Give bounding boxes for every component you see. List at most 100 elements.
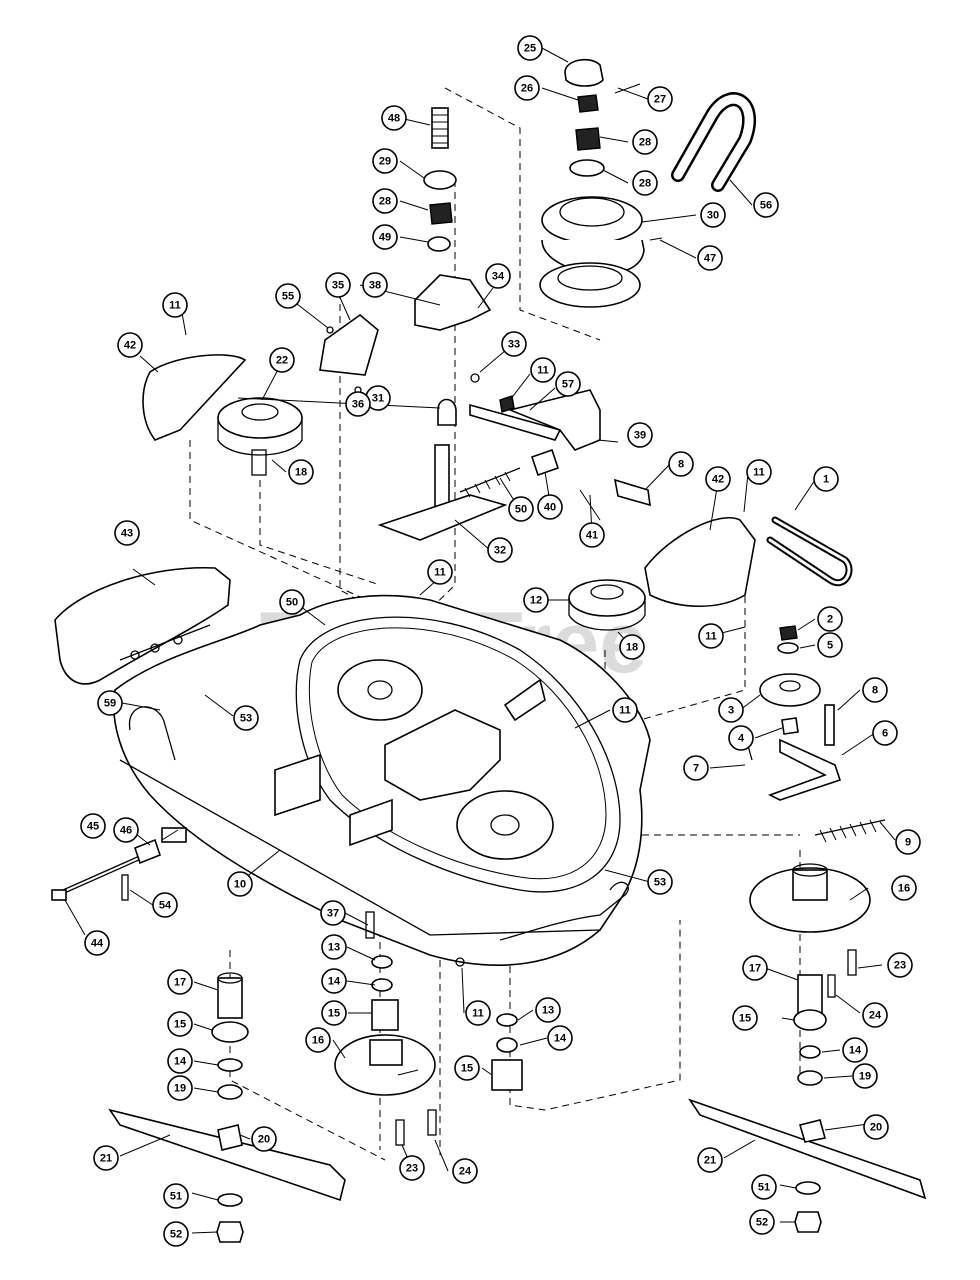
callout-c20a: 20 bbox=[251, 1126, 277, 1152]
callout-number: 16 bbox=[898, 883, 910, 895]
callout-number: 10 bbox=[234, 879, 246, 891]
callout-circle bbox=[813, 466, 839, 492]
callout-c12: 12 bbox=[523, 587, 549, 613]
callout-number: 46 bbox=[120, 825, 132, 837]
callout-circle bbox=[751, 1174, 777, 1200]
callout-number: 21 bbox=[100, 1153, 112, 1165]
left-spindle-blade-group bbox=[108, 911, 465, 1243]
callout-c52a: 52 bbox=[163, 1221, 189, 1247]
callout-number: 24 bbox=[869, 1010, 882, 1022]
callout-circle bbox=[749, 1209, 775, 1235]
callout-circle bbox=[163, 1221, 189, 1247]
callout-circle bbox=[668, 451, 694, 477]
callout-number: 32 bbox=[494, 545, 506, 557]
callout-c11b: 11 bbox=[530, 357, 556, 383]
callout-number: 50 bbox=[286, 597, 298, 609]
callout-c13b: 13 bbox=[535, 997, 561, 1023]
callout-number: 11 bbox=[537, 365, 549, 377]
callout-c11f: 11 bbox=[612, 697, 638, 723]
callout-number: 34 bbox=[492, 271, 505, 283]
callout-number: 45 bbox=[87, 821, 99, 833]
callout-c41: 41 bbox=[579, 522, 605, 548]
callout-number: 36 bbox=[352, 399, 364, 411]
callout-number: 23 bbox=[894, 960, 906, 972]
callout-c4: 4 bbox=[728, 725, 754, 751]
callout-c15a: 15 bbox=[321, 1000, 347, 1026]
callout-circle bbox=[632, 129, 658, 155]
bracket-assembly bbox=[319, 274, 492, 426]
callout-number: 15 bbox=[174, 1019, 186, 1031]
callout-c24b: 24 bbox=[862, 1002, 888, 1028]
callout-circle bbox=[647, 869, 673, 895]
callout-c14c: 14 bbox=[167, 1048, 193, 1074]
callout-circle bbox=[698, 623, 724, 649]
callout-c52b: 52 bbox=[749, 1209, 775, 1235]
callout-circle bbox=[452, 1158, 478, 1184]
callout-number: 49 bbox=[379, 232, 391, 244]
callout-c25: 25 bbox=[517, 35, 543, 61]
idler-arm-assembly bbox=[377, 373, 651, 541]
callout-circle bbox=[117, 332, 143, 358]
callout-c57: 57 bbox=[555, 371, 581, 397]
callout-c28c: 28 bbox=[372, 188, 398, 214]
callout-c35: 35 bbox=[325, 272, 351, 298]
callout-number: 18 bbox=[626, 642, 638, 654]
idler-pulley-group bbox=[744, 625, 886, 843]
callout-number: 28 bbox=[379, 196, 391, 208]
callout-number: 47 bbox=[704, 253, 716, 265]
callout-circle bbox=[700, 202, 726, 228]
callout-c17a: 17 bbox=[167, 969, 193, 995]
callout-circle bbox=[305, 1027, 331, 1053]
callout-c10: 10 bbox=[227, 871, 253, 897]
callout-number: 3 bbox=[728, 705, 734, 717]
callout-c28a: 28 bbox=[632, 129, 658, 155]
discharge-chute bbox=[54, 566, 231, 685]
callout-number: 37 bbox=[327, 908, 339, 920]
callout-circle bbox=[887, 952, 913, 978]
callout-circle bbox=[167, 969, 193, 995]
callout-c22: 22 bbox=[269, 347, 295, 373]
callout-c54: 54 bbox=[152, 892, 178, 918]
callout-circle bbox=[746, 459, 772, 485]
callout-c11d: 11 bbox=[427, 559, 453, 585]
callout-number: 26 bbox=[521, 83, 533, 95]
callout-c11c: 11 bbox=[746, 459, 772, 485]
callout-circle bbox=[320, 900, 346, 926]
callout-number: 53 bbox=[240, 713, 252, 725]
callout-c51b: 51 bbox=[751, 1174, 777, 1200]
callout-circle bbox=[895, 829, 921, 855]
callout-c32: 32 bbox=[487, 537, 513, 563]
callout-circle bbox=[275, 283, 301, 309]
callout-c1: 1 bbox=[813, 466, 839, 492]
callout-number: 27 bbox=[654, 94, 666, 106]
callout-c11g: 11 bbox=[465, 1000, 491, 1026]
callout-c28b: 28 bbox=[632, 170, 658, 196]
callout-number: 19 bbox=[174, 1083, 186, 1095]
callout-circle bbox=[718, 697, 744, 723]
callout-circle bbox=[863, 1114, 889, 1140]
callout-c38: 38 bbox=[362, 272, 388, 298]
callout-c2: 2 bbox=[817, 606, 843, 632]
callout-c14a: 14 bbox=[321, 968, 347, 994]
callout-c42b: 42 bbox=[705, 466, 731, 492]
callout-number: 12 bbox=[530, 595, 542, 607]
idler-shaft-stack bbox=[423, 107, 457, 252]
callout-circle bbox=[697, 245, 723, 271]
center-bearing-stack bbox=[491, 1013, 523, 1091]
callout-circle bbox=[753, 192, 779, 218]
callout-c21a: 21 bbox=[93, 1145, 119, 1171]
callout-circle bbox=[321, 1000, 347, 1026]
callout-circle bbox=[362, 272, 388, 298]
callout-circle bbox=[251, 1126, 277, 1152]
callout-circle bbox=[114, 520, 140, 546]
callout-circle bbox=[647, 86, 673, 112]
callout-number: 30 bbox=[707, 210, 719, 222]
callout-number: 43 bbox=[121, 528, 133, 540]
callout-number: 11 bbox=[705, 631, 717, 643]
callout-circle bbox=[227, 871, 253, 897]
callout-circle bbox=[381, 105, 407, 131]
callout-circle bbox=[619, 634, 645, 660]
callout-number: 41 bbox=[586, 530, 598, 542]
callout-number: 6 bbox=[882, 728, 888, 740]
